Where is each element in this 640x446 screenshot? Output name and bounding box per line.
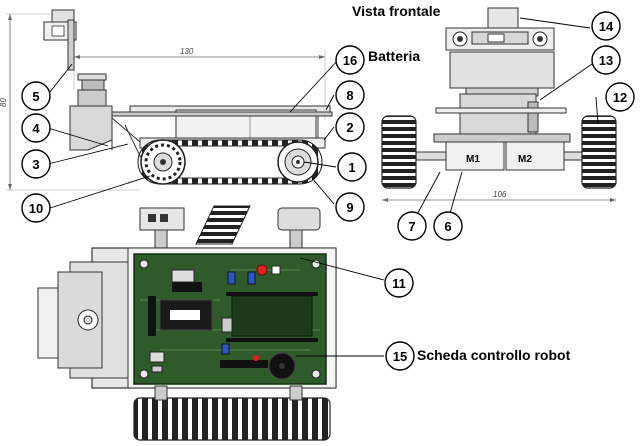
callout-10: 10 xyxy=(21,193,51,223)
callout-8: 8 xyxy=(335,80,365,110)
callout-11: 11 xyxy=(384,268,414,298)
svg-text:11: 11 xyxy=(392,276,406,291)
svg-text:8: 8 xyxy=(346,88,353,103)
svg-text:16: 16 xyxy=(343,53,357,68)
callout-12: 12 xyxy=(605,82,635,112)
svg-text:7: 7 xyxy=(408,219,415,234)
width-dimension: 106 xyxy=(493,190,507,199)
svg-text:5: 5 xyxy=(32,89,39,104)
svg-text:14: 14 xyxy=(599,19,614,34)
callout-5: 5 xyxy=(21,81,51,111)
callout-2: 2 xyxy=(335,112,365,142)
svg-text:2: 2 xyxy=(346,120,353,135)
callout-9: 9 xyxy=(335,192,365,222)
callout-15: 15 xyxy=(385,341,415,371)
battery-title: Batteria xyxy=(368,48,421,64)
motor-m1-label: M1 xyxy=(466,154,480,165)
front-view-title: Vista frontale xyxy=(352,3,441,19)
side-view: 130 80 xyxy=(0,9,333,191)
svg-text:6: 6 xyxy=(444,219,451,234)
callout-14: 14 xyxy=(591,11,621,41)
callout-16: 16 xyxy=(335,45,365,75)
callout-13: 13 xyxy=(591,45,621,75)
callout-4: 4 xyxy=(21,113,51,143)
callout-3: 3 xyxy=(21,149,51,179)
leader-lines xyxy=(47,17,599,357)
svg-text:1: 1 xyxy=(348,160,355,175)
callouts: 1 2 3 4 5 6 7 8 9 10 11 12 13 14 15 16 xyxy=(21,11,635,371)
length-dimension: 130 xyxy=(180,47,194,56)
callout-6: 6 xyxy=(433,211,463,241)
height-dimension: 80 xyxy=(0,98,8,107)
svg-text:3: 3 xyxy=(32,157,39,172)
control-board-title: Scheda controllo robot xyxy=(417,347,571,363)
svg-text:9: 9 xyxy=(346,200,353,215)
svg-text:15: 15 xyxy=(393,349,407,364)
svg-text:12: 12 xyxy=(613,90,627,105)
callout-7: 7 xyxy=(397,211,427,241)
callout-1: 1 xyxy=(337,152,367,182)
front-view: M1 M2 106 xyxy=(381,7,617,202)
top-view xyxy=(37,205,337,441)
svg-text:10: 10 xyxy=(29,201,43,216)
motor-m2-label: M2 xyxy=(518,154,532,165)
svg-text:4: 4 xyxy=(32,121,40,136)
svg-text:13: 13 xyxy=(599,53,613,68)
